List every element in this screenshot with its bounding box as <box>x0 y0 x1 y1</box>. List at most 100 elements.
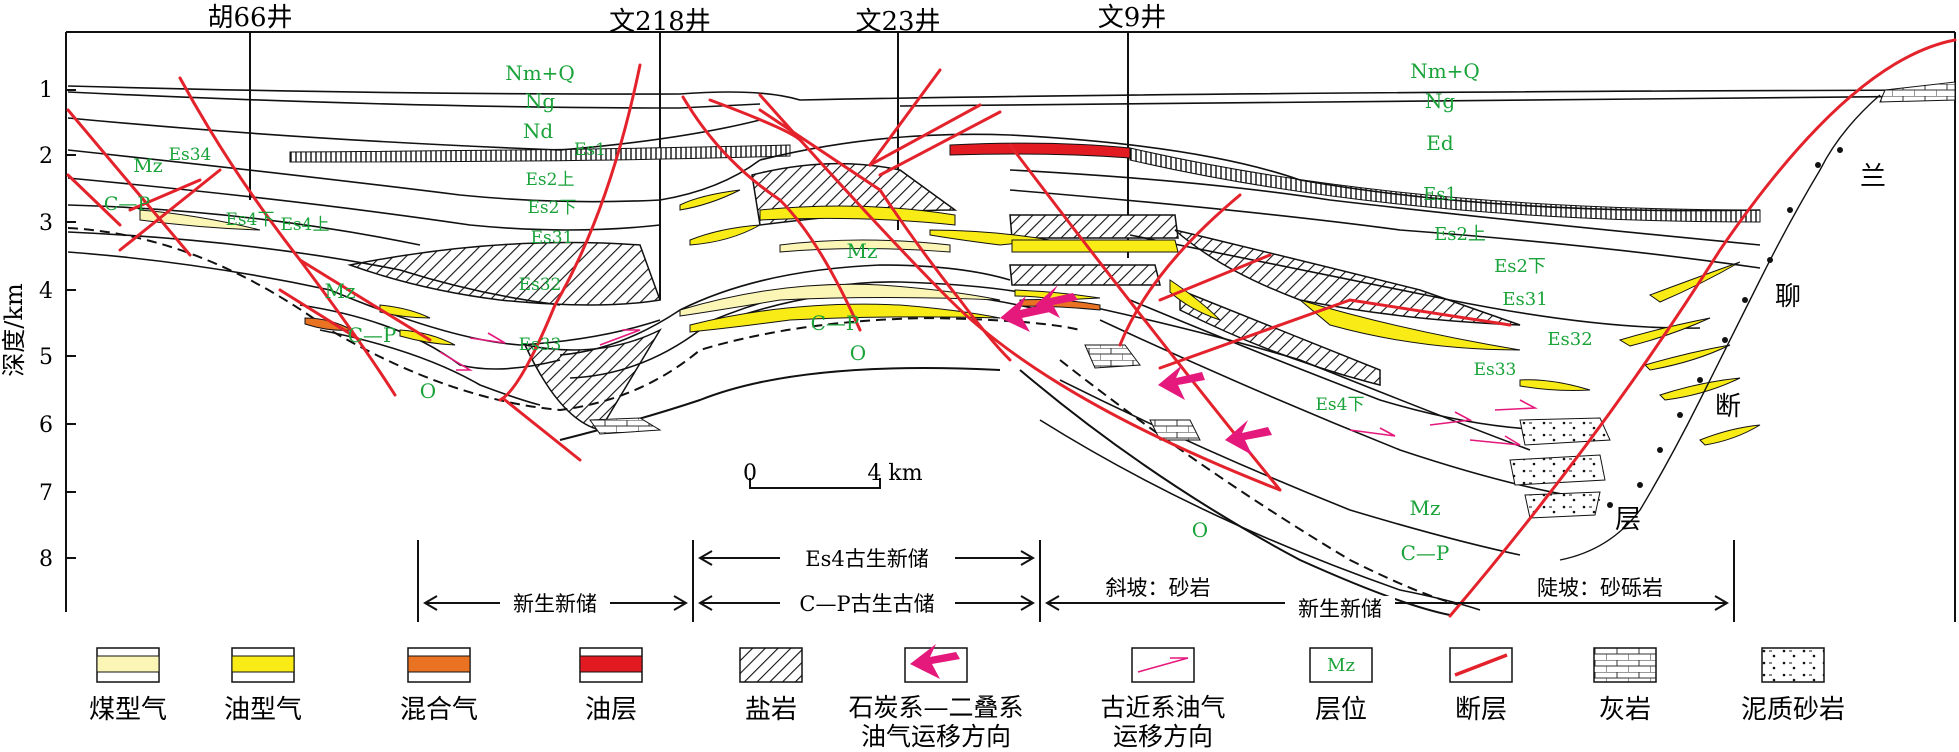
well-label-wen9: 文9井 <box>1098 3 1167 33</box>
label-backdrop <box>780 545 955 571</box>
stratum-label: Es33 <box>519 335 562 355</box>
legend-swatch-oil-gas <box>231 655 295 673</box>
legend-swatch-coal-gas <box>96 655 160 673</box>
legend-swatch-mixed-gas <box>407 655 471 673</box>
stratum-label: Mz <box>1409 496 1440 520</box>
stratum-label: C—P <box>348 323 397 347</box>
legend-sample: Mz <box>1327 655 1355 676</box>
faults <box>66 38 1957 618</box>
depth-tick-label: 2 <box>39 144 53 169</box>
depth-tick-label: 8 <box>39 547 53 572</box>
stratum-label: Es1 <box>574 140 606 160</box>
stratum-label: C—P <box>1401 541 1450 565</box>
paleogene-migration-arrow-icon <box>1137 657 1189 673</box>
depth-tick-label: 5 <box>39 345 53 370</box>
es4-storage-label: Es4古生新储 <box>805 547 928 571</box>
stratum-label: Es2下 <box>1494 256 1546 277</box>
slope-label: 斜坡：砂岩 <box>1106 576 1211 600</box>
section-frame <box>65 31 1956 622</box>
stratum-label: C—P <box>104 193 151 215</box>
stratum-label: O <box>420 379 436 403</box>
steep-slope-boundary <box>1559 94 1881 561</box>
legend-item-limestone: 灰岩 <box>1593 647 1657 725</box>
legend-label: 煤型气 <box>89 695 167 725</box>
fault-name-char: 层 <box>1615 505 1641 535</box>
stratum-label: Nm+Q <box>505 61 575 85</box>
stratum-label: Es32 <box>519 275 562 295</box>
legend-label: 油气运移方向 <box>861 722 1011 751</box>
lanliao-fault-label: 兰 聊 断 层 <box>1615 162 1886 535</box>
legend-label: 层位 <box>1315 695 1367 725</box>
hydrocarbon-lenses <box>139 142 1761 446</box>
wells: 胡66井 文218井 文23井 文9井 <box>207 3 1166 300</box>
depth-tick-label: 4 <box>39 279 53 304</box>
legend-item-fault: 断层 <box>1449 647 1513 725</box>
stratum-label: Es2上 <box>526 170 575 190</box>
legend-label: 断层 <box>1455 695 1507 725</box>
legend-label: 灰岩 <box>1599 695 1651 725</box>
fault-name-char: 兰 <box>1860 162 1886 192</box>
steep-slope-label: 陡坡：砂砾岩 <box>1537 576 1663 600</box>
stratum-label: Mz <box>324 279 355 303</box>
stratum-label: Es31 <box>1502 289 1547 310</box>
stratum-label: Es4下 <box>1316 395 1365 415</box>
stratum-label: Ng <box>525 89 556 113</box>
legend-item-mixed-gas: 混合气 <box>400 647 478 725</box>
migration-arrows <box>439 285 1538 455</box>
stratum-label: Ng <box>1425 89 1456 113</box>
legend-label: 运移方向 <box>1113 722 1213 751</box>
conglomerate-dots <box>1607 147 1843 508</box>
stratum-label: Mz <box>133 155 162 177</box>
cp-migration-arrow <box>1000 285 1272 455</box>
stratum-label: Es32 <box>1547 329 1592 350</box>
marker-beds <box>289 144 1761 223</box>
depth-tick-label: 7 <box>39 481 53 506</box>
legend-item-oil-gas: 油型气 <box>224 647 302 725</box>
xin-right-label: 新生新储 <box>1298 597 1382 621</box>
legend-swatch-oil-layer <box>579 655 643 673</box>
legend-label: 混合气 <box>400 695 478 725</box>
stratum-label: Es1 <box>1423 184 1457 205</box>
legend: 煤型气 油型气 混合气 油层 盐岩 石炭系—二叠系 油气运移方向 <box>89 644 1845 751</box>
fault-name-char: 断 <box>1715 392 1741 422</box>
stratum-label: Nm+Q <box>1410 59 1480 83</box>
stratum-label: Es2上 <box>1434 224 1486 245</box>
basement-boundaries <box>67 227 1461 616</box>
legend-label: 盐岩 <box>745 695 797 725</box>
xin-left-label: 新生新储 <box>513 592 597 616</box>
strata-labels: Nm+Q Ng Nd Nm+Q Ng Ed Es1 Es1 Es2上 Es2上 … <box>104 59 1593 565</box>
stratum-label: Es4上 <box>281 215 330 235</box>
fault-name-char: 聊 <box>1775 282 1801 312</box>
scale-bar-end: 4 km <box>867 461 922 486</box>
legend-label: 石炭系—二叠系 <box>848 693 1023 722</box>
depth-tick-label: 3 <box>39 211 53 236</box>
legend-item-oil-layer: 油层 <box>579 647 643 725</box>
cp-migration-arrow-icon <box>910 644 960 679</box>
stratum-label: O <box>850 341 866 365</box>
stratum-label: Mz <box>846 239 877 263</box>
stratum-label: Es4下 <box>226 210 275 230</box>
stratum-label: Es33 <box>1474 360 1517 380</box>
depth-tick-label: 1 <box>39 78 53 103</box>
legend-item-paleogene-migration: 古近系油气 运移方向 <box>1100 647 1226 751</box>
fault-line-icon <box>1454 653 1508 677</box>
label-backdrop <box>1285 596 1395 622</box>
cp-storage-label: C—P古生古储 <box>799 592 934 616</box>
depth-tick-label: 6 <box>39 413 53 438</box>
strata-lines <box>67 85 1956 611</box>
legend-label: 古近系油气 <box>1100 693 1225 722</box>
legend-item-horizon: Mz 层位 <box>1309 647 1373 725</box>
stratum-label: Es34 <box>169 145 212 165</box>
stratum-label: O <box>1192 518 1208 542</box>
label-backdrop <box>780 590 955 616</box>
depth-axis-label: 深度/km <box>0 283 28 377</box>
legend-item-cp-migration: 石炭系—二叠系 油气运移方向 <box>848 644 1024 751</box>
legend-label: 油型气 <box>224 695 302 725</box>
stratum-label: Es31 <box>531 228 574 248</box>
depth-axis: 1 2 3 4 5 6 7 8 深度/km <box>0 78 76 572</box>
stratum-label: C—P <box>811 311 860 335</box>
legend-item-coal-gas: 煤型气 <box>89 647 167 725</box>
label-backdrop <box>500 590 610 616</box>
stratum-label: Ed <box>1426 131 1454 155</box>
